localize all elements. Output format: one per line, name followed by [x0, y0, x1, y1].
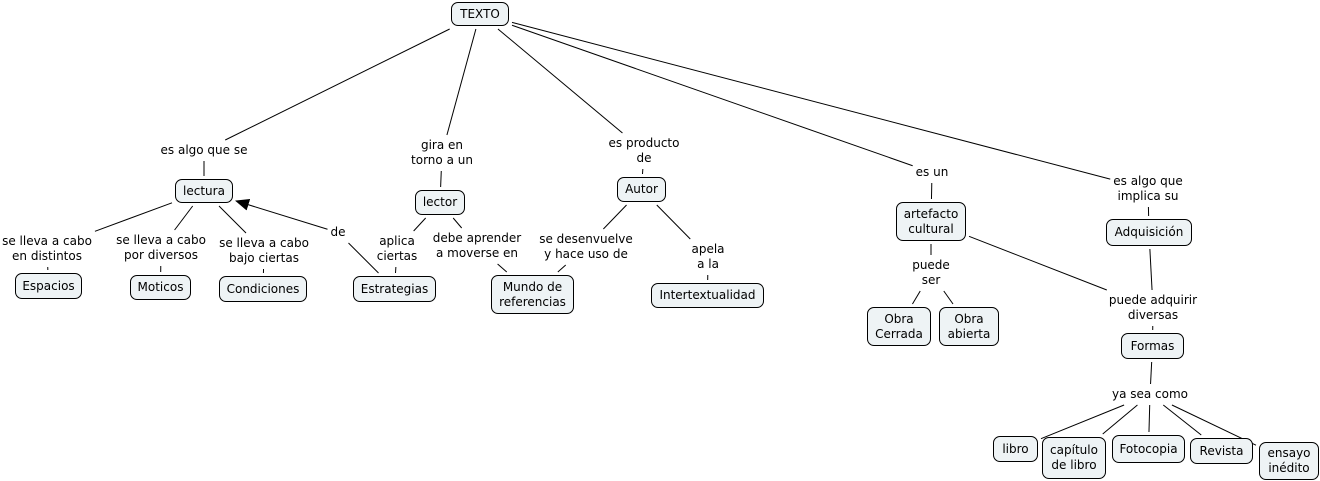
concept-intertextualidad[interactable]: Intertextualidad	[651, 283, 764, 308]
concept-artefacto-cultural[interactable]: artefacto cultural	[896, 202, 966, 241]
connection-l_ya_sea-to-revista	[1162, 404, 1202, 436]
concept-estrategias[interactable]: Estrategias	[353, 276, 436, 302]
link-puede-ser: puede ser	[912, 258, 950, 288]
connection-formas-to-l_ya_sea	[1150, 361, 1153, 385]
concept-lector[interactable]: lector	[415, 190, 465, 215]
connection-l_puede_ser-to-obra_cerrada	[912, 290, 921, 305]
link-gira-en-torno-a-un: gira en torno a un	[411, 138, 473, 168]
link-puede-adquirir-diversas: puede adquirir diversas	[1108, 293, 1198, 323]
concept-moticos[interactable]: Moticos	[130, 275, 191, 300]
connection-l_moverse-to-mundo	[497, 263, 508, 273]
connection-autor-to-l_apela	[656, 204, 691, 240]
link-de: de	[330, 225, 346, 240]
connection-lector-to-l_aplica	[413, 217, 427, 232]
connection-texto-to-l_algo_que_se	[225, 28, 450, 141]
link-se-lleva-a-cabo-en-distintos: se lleva a cabo en distintos	[2, 234, 92, 264]
concept-formas[interactable]: Formas	[1121, 333, 1184, 359]
connection-estrategias-to-l_de	[348, 242, 379, 274]
link-se-lleva-a-cabo-por-diversos: se lleva a cabo por diversos	[116, 233, 206, 263]
connection-lectura-to-l_diversos	[174, 205, 194, 231]
concept-lectura[interactable]: lectura	[175, 179, 233, 203]
connection-lectura-to-l_ciertas	[218, 205, 247, 234]
connection-texto-to-l_implica	[511, 21, 1111, 180]
connection-lectura-to-l_distintos	[94, 202, 173, 232]
concept-espacios[interactable]: Espacios	[15, 273, 82, 299]
concept-autor[interactable]: Autor	[617, 177, 666, 202]
concept-ensayo-inedito[interactable]: ensayo inédito	[1259, 442, 1319, 480]
connection-artefacto-to-l_adquirir	[968, 235, 1107, 291]
connection-texto-to-l_es_un	[511, 24, 913, 167]
connection-autor-to-l_desenvuelve	[603, 204, 627, 230]
concept-capitulo-de-libro[interactable]: capítulo de libro	[1042, 437, 1106, 479]
concept-adquisicion[interactable]: Adquisición	[1106, 219, 1192, 246]
concept-texto[interactable]: TEXTO	[451, 2, 509, 26]
link-se-lleva-a-cabo-bajo-ciertas: se lleva a cabo bajo ciertas	[219, 236, 309, 266]
link-es-algo-que-implica-su: es algo que implica su	[1113, 174, 1183, 204]
connection-l_gira-to-lector	[440, 170, 442, 188]
link-es-algo-que-se: es algo que se	[160, 143, 248, 158]
concept-obra-abierta[interactable]: Obra abierta	[939, 307, 999, 346]
connection-texto-to-l_gira	[446, 28, 477, 136]
link-es-un: es un	[915, 165, 949, 180]
connection-l_desenvuelve-to-mundo	[557, 264, 567, 273]
connection-l_ya_sea-to-libro	[1040, 404, 1125, 440]
link-ya-sea-como: ya sea como	[1111, 387, 1189, 402]
connection-lector-to-l_moverse	[452, 217, 463, 229]
concept-revista[interactable]: Revista	[1190, 438, 1253, 464]
concept-fotocopia[interactable]: Fotocopia	[1112, 435, 1185, 463]
concept-mundo-de-referencias[interactable]: Mundo de referencias	[491, 275, 574, 314]
link-se-desenvuelve-y-hace-uso-de: se desenvuelve y hace uso de	[539, 232, 633, 262]
link-es-producto-de: es producto de	[608, 136, 680, 166]
connection-l_de-to-lectura	[235, 199, 328, 230]
connection-adquisicion-to-l_adquirir	[1149, 248, 1153, 291]
concept-obra-cerrada[interactable]: Obra Cerrada	[867, 307, 931, 346]
connection-l_ya_sea-to-fotocopia	[1148, 404, 1151, 433]
connection-l_ya_sea-to-capitulo	[1102, 404, 1138, 435]
link-debe-aprender-a-moverse-en: debe aprender a moverse en	[432, 231, 522, 261]
link-aplica-ciertas: aplica ciertas	[376, 234, 418, 264]
link-apela-a-la: apela a la	[691, 242, 725, 272]
concept-condiciones[interactable]: Condiciones	[219, 276, 307, 302]
concept-libro[interactable]: libro	[993, 436, 1038, 462]
connection-l_puede_ser-to-obra_abierta	[943, 290, 954, 305]
connection-texto-to-l_producto	[497, 28, 623, 134]
